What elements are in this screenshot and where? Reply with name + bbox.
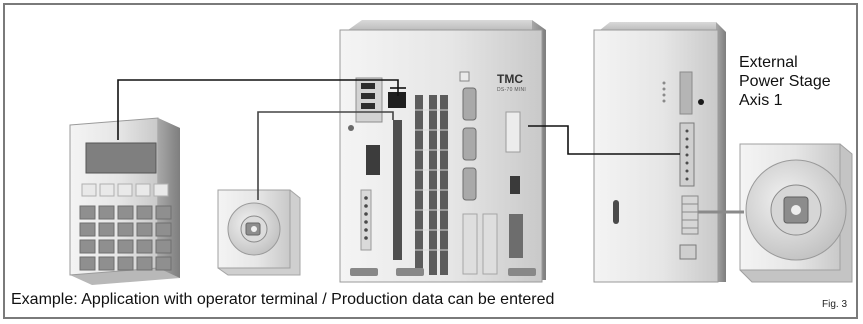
tmc-model-label: DS-70 MINI	[497, 87, 527, 93]
external-power-stage	[593, 22, 726, 283]
figure-number: Fig. 3	[822, 299, 848, 310]
tmc-logo: TMC	[497, 72, 523, 86]
figure-frame	[3, 3, 858, 319]
tmc-controller	[339, 20, 546, 283]
terminal-strips	[415, 95, 448, 275]
label-line-1: External	[739, 54, 798, 71]
operator-terminal	[69, 117, 180, 285]
callout-dot	[698, 99, 704, 105]
figure-caption: Example: Application with operator termi…	[11, 291, 555, 308]
sub-d-connectors	[462, 87, 477, 201]
terminal-keypad	[79, 205, 172, 271]
cables	[117, 79, 744, 214]
large-motor	[739, 143, 853, 283]
label-line-3: Axis 1	[739, 92, 783, 109]
label-line-2: Power Stage	[739, 73, 831, 90]
controller-connector-block	[388, 92, 406, 108]
terminal-function-keys	[81, 183, 169, 197]
small-motor	[217, 189, 301, 276]
terminal-display	[85, 142, 157, 174]
external-power-stage-label: External Power Stage Axis 1	[739, 53, 831, 110]
